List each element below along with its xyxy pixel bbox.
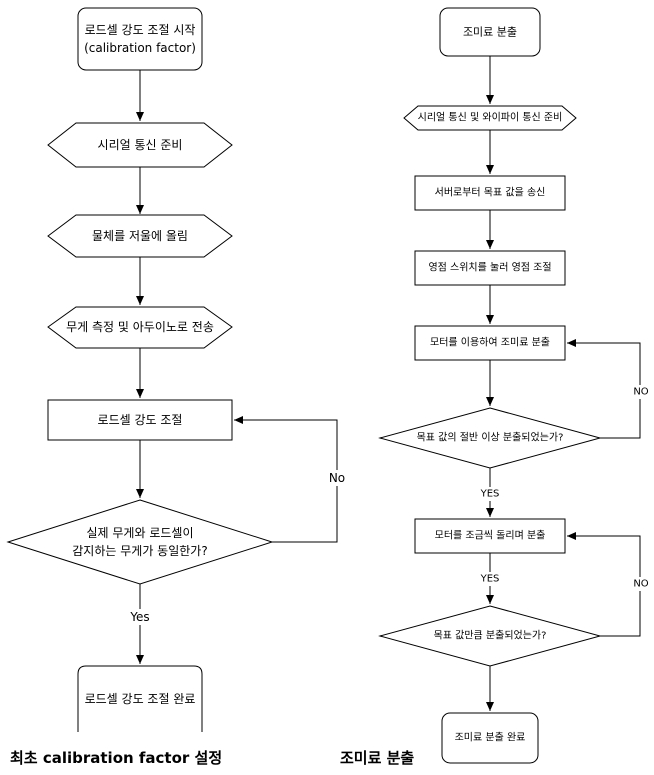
left-decision-label-2: 감지하는 무게가 동일한가? bbox=[72, 544, 207, 558]
right-no1-label-bg bbox=[630, 385, 654, 399]
left-no-label-bg bbox=[325, 470, 349, 486]
left-place-label: 물체를 저울에 올림 bbox=[92, 229, 188, 243]
left-place-node bbox=[47, 214, 233, 258]
left-adjust-node bbox=[47, 399, 233, 441]
left-yes-label: Yes bbox=[129, 610, 149, 624]
right-caption: 조미료 분출 bbox=[340, 749, 414, 767]
left-decision-node bbox=[6, 499, 274, 585]
right-edge-no2-loop bbox=[567, 532, 641, 637]
left-flowchart: 로드셀 강도 조절 시작 (calibration factor) 시리얼 통신… bbox=[6, 7, 349, 767]
right-half-decision-label: 목표 값의 절반 이상 분출되었는가? bbox=[417, 431, 564, 444]
right-recv-node bbox=[414, 175, 566, 211]
right-no1-label: NO bbox=[633, 387, 648, 398]
left-start-label-2: (calibration factor) bbox=[84, 41, 196, 55]
left-decision-label-1: 실제 무게와 로드셀이 bbox=[87, 526, 194, 540]
right-no2-label-bg bbox=[630, 577, 654, 591]
left-end-node bbox=[77, 665, 203, 732]
left-serial-label: 시리얼 통신 준비 bbox=[98, 138, 183, 152]
left-measure-node bbox=[47, 306, 233, 349]
left-no-label: No bbox=[329, 471, 345, 485]
right-start-label: 조미료 분출 bbox=[463, 26, 517, 39]
right-serial-label: 시리얼 통신 및 와이파이 통신 준비 bbox=[418, 112, 563, 124]
left-end-label: 로드셀 강도 조절 완료 bbox=[85, 692, 196, 706]
left-yes-label-bg bbox=[126, 609, 154, 625]
right-full-decision-label: 목표 값만큼 분출되었는가? bbox=[434, 630, 547, 642]
right-slow-node bbox=[414, 518, 566, 554]
left-measure-label: 무게 측정 및 아두이노로 전송 bbox=[66, 320, 214, 334]
right-yes1-label-bg bbox=[476, 487, 504, 501]
right-slow-label: 모터를 조금씩 돌리며 분출 bbox=[435, 530, 546, 542]
right-end-label: 조미료 분출 완료 bbox=[455, 732, 526, 744]
left-serial-node bbox=[47, 122, 233, 168]
right-yes1-label: YES bbox=[480, 489, 500, 500]
left-edge-no-loop bbox=[234, 416, 338, 543]
right-no2-label: NO bbox=[633, 579, 648, 590]
right-yes2-label-bg bbox=[476, 572, 504, 586]
right-serial-node bbox=[403, 105, 577, 131]
left-caption: 최초 calibration factor 설정 bbox=[10, 749, 222, 767]
right-zero-node bbox=[414, 250, 566, 286]
right-motor-label: 모터를 이용하여 조미료 분출 bbox=[430, 336, 550, 349]
right-end-node bbox=[441, 712, 539, 764]
left-start-label-1: 로드셀 강도 조절 시작 bbox=[85, 23, 196, 37]
right-yes2-label: YES bbox=[480, 574, 500, 585]
left-start-node bbox=[77, 7, 203, 71]
right-recv-label: 서버로부터 목표 값을 송신 bbox=[435, 187, 546, 199]
left-adjust-label: 로드셀 강도 조절 bbox=[98, 413, 183, 427]
right-flowchart: 조미료 분출 시리얼 통신 및 와이파이 통신 준비 서버로부터 목표 값을 송… bbox=[340, 7, 654, 767]
right-edge-no1-loop bbox=[567, 339, 641, 439]
right-zero-label: 영점 스위치를 눌러 영점 조절 bbox=[428, 261, 551, 274]
